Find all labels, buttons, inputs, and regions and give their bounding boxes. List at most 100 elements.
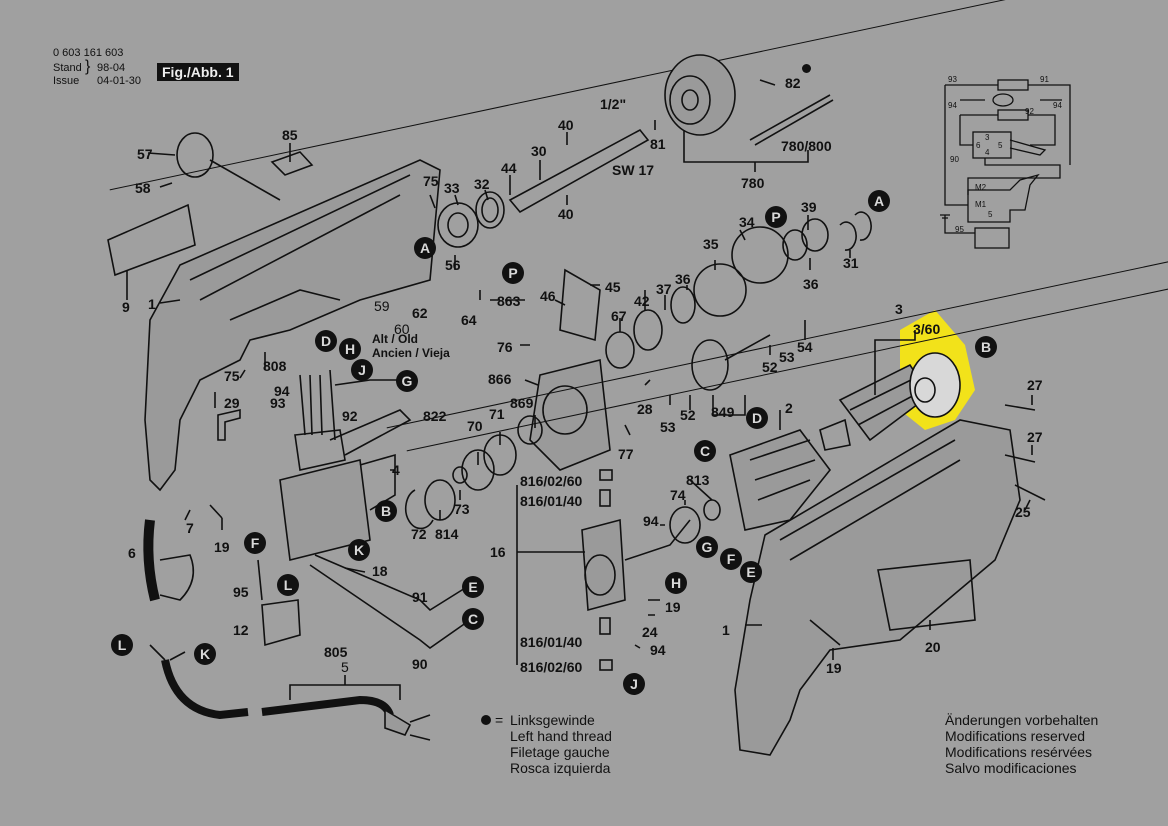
part-label: 34 bbox=[739, 214, 755, 230]
part-label: 822 bbox=[423, 408, 447, 424]
schem-label-94b: 94 bbox=[1053, 101, 1062, 110]
part-label: 91 bbox=[412, 589, 428, 605]
disclaimer-en: Modifications reserved bbox=[945, 728, 1086, 744]
part-label: SW 17 bbox=[612, 162, 655, 178]
legend-equals: = bbox=[495, 712, 504, 728]
part-label: 4 bbox=[392, 462, 400, 478]
figure-label: Fig./Abb. 1 bbox=[157, 63, 239, 81]
connector-F: F bbox=[720, 548, 742, 570]
schem-label-4: 4 bbox=[985, 148, 990, 157]
part-label: 1 bbox=[722, 622, 730, 638]
connector-H: H bbox=[339, 338, 361, 360]
part-label: 816/02/60 bbox=[520, 659, 583, 675]
part-number: 0 603 161 603 bbox=[53, 47, 124, 59]
part-label: 2 bbox=[785, 400, 793, 416]
part-label: 36 bbox=[803, 276, 819, 292]
switch-4 bbox=[279, 459, 371, 561]
part-label: 71 bbox=[489, 406, 505, 422]
part-label: 7 bbox=[186, 520, 194, 536]
disclaimer-es: Salvo modificaciones bbox=[945, 760, 1077, 776]
part-label: 93 bbox=[270, 395, 286, 411]
connector-K: K bbox=[348, 539, 370, 561]
disclaimer-de: Änderungen vorbehalten bbox=[945, 712, 1099, 728]
schem-label-3: 3 bbox=[985, 133, 990, 142]
connector-A: A bbox=[868, 190, 890, 212]
part-label: 72 bbox=[411, 526, 427, 542]
part-label: 24 bbox=[642, 624, 658, 640]
part-label: 36 bbox=[675, 271, 691, 287]
part-label: 816/02/60 bbox=[520, 473, 583, 489]
connector-F: F bbox=[244, 532, 266, 554]
legend-line-es: Rosca izquierda bbox=[510, 760, 611, 776]
part-label: 57 bbox=[137, 146, 153, 162]
part-label: 780 bbox=[741, 175, 765, 191]
stand-value: 98-04 bbox=[97, 62, 1168, 74]
part-label: 75 bbox=[224, 368, 240, 384]
connector-D: D bbox=[315, 330, 337, 352]
part-label: 53 bbox=[779, 349, 795, 365]
part-label: 44 bbox=[501, 160, 517, 176]
part-label: 813 bbox=[686, 472, 710, 488]
part-label: 54 bbox=[797, 339, 813, 355]
housing-left bbox=[144, 159, 441, 492]
struck-part-59: 59 bbox=[374, 299, 1168, 313]
label-plate-9 bbox=[107, 203, 196, 277]
legend-line-en: Left hand thread bbox=[510, 728, 612, 744]
schem-label-m1: M1 bbox=[975, 200, 987, 209]
part-label: 75 bbox=[423, 173, 439, 189]
connector-P: P bbox=[502, 262, 524, 284]
part-label: 33 bbox=[444, 180, 460, 196]
part-label: 95 bbox=[233, 584, 249, 600]
part-label: 780/800 bbox=[781, 138, 832, 154]
part-label: 19 bbox=[826, 660, 842, 676]
part-label: 82 bbox=[785, 75, 801, 91]
schem-label-5b: 5 bbox=[988, 210, 993, 219]
connector-E: E bbox=[740, 561, 762, 583]
schem-label-91: 91 bbox=[1040, 75, 1049, 84]
part-label: 94 bbox=[274, 383, 290, 399]
left-hand-thread-dot-icon bbox=[802, 64, 811, 73]
schem-label-94a: 94 bbox=[948, 101, 957, 110]
legend-line-de: Linksgewinde bbox=[510, 712, 595, 728]
connector-A: A bbox=[414, 237, 436, 259]
part-label: 805 bbox=[324, 644, 348, 660]
legend-line-fr: Filetage gauche bbox=[510, 744, 610, 760]
connector-C: C bbox=[694, 440, 716, 462]
part-label: 92 bbox=[342, 408, 358, 424]
connector-G: G bbox=[396, 370, 418, 392]
brace-icon: } bbox=[85, 58, 91, 75]
part-label: 85 bbox=[282, 127, 298, 143]
connector-D: D bbox=[746, 407, 768, 429]
connector-L: L bbox=[111, 634, 133, 656]
part-label: 19 bbox=[665, 599, 681, 615]
housing-right bbox=[734, 419, 1021, 756]
connector-B: B bbox=[975, 336, 997, 358]
ancien-vieja-label: Ancien / Vieja bbox=[372, 346, 450, 360]
schem-label-95: 95 bbox=[955, 225, 964, 234]
alt-old-label: Alt / Old bbox=[372, 332, 418, 346]
part-label: 81 bbox=[650, 136, 666, 152]
schem-label-92: 92 bbox=[1025, 107, 1034, 116]
part-label: 52 bbox=[762, 359, 778, 375]
connector-H: H bbox=[665, 572, 687, 594]
part-label: 40 bbox=[558, 117, 574, 133]
struck-part-60: 60 bbox=[394, 322, 1168, 336]
connector-B: B bbox=[375, 500, 397, 522]
field-stator bbox=[729, 429, 832, 531]
schem-label-m2: M2 bbox=[975, 183, 987, 192]
part-label: 816/01/40 bbox=[520, 634, 583, 650]
part-label: 73 bbox=[454, 501, 470, 517]
issue-value: 04-01-30 bbox=[97, 75, 142, 87]
schem-label-6: 6 bbox=[976, 141, 981, 150]
part-label: 6 bbox=[128, 545, 136, 561]
part-label: 37 bbox=[656, 281, 672, 297]
part-label: 32 bbox=[474, 176, 490, 192]
connector-L: L bbox=[277, 574, 299, 596]
connector-J: J bbox=[351, 359, 373, 381]
connector-P: P bbox=[765, 206, 787, 228]
part-label: 19 bbox=[214, 539, 230, 555]
part-label: 12 bbox=[233, 622, 249, 638]
part-label: 25 bbox=[1015, 504, 1031, 520]
wiring-schematic bbox=[940, 79, 1071, 249]
